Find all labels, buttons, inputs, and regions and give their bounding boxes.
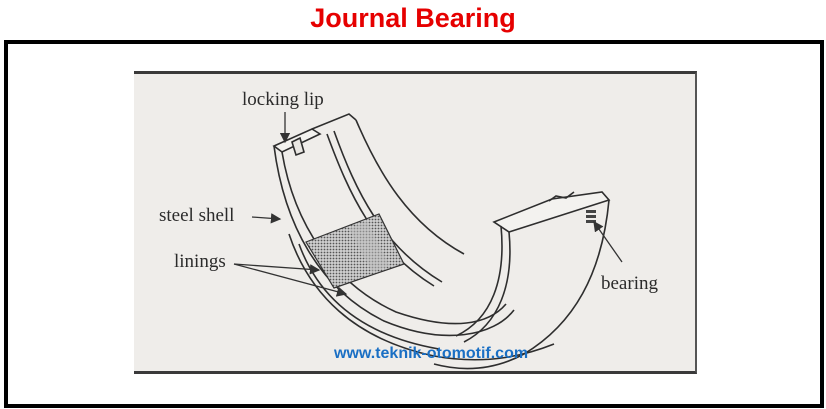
bearing-illustration: locking lip steel shell linings bearing [134, 71, 697, 374]
journal-bearing-drawing [233, 112, 623, 370]
leader-lines [233, 112, 623, 297]
page-title: Journal Bearing [310, 3, 516, 33]
oil-hole-icon [586, 210, 596, 223]
lining-patch [305, 213, 405, 289]
label-linings: linings [174, 251, 226, 272]
label-bearing: bearing [601, 273, 658, 294]
label-steel-shell: steel shell [159, 205, 235, 226]
watermark-url: www.teknik-otomotif.com [334, 345, 529, 362]
bearing-shell-outline [272, 113, 611, 370]
label-locking-lip: locking lip [242, 89, 324, 110]
